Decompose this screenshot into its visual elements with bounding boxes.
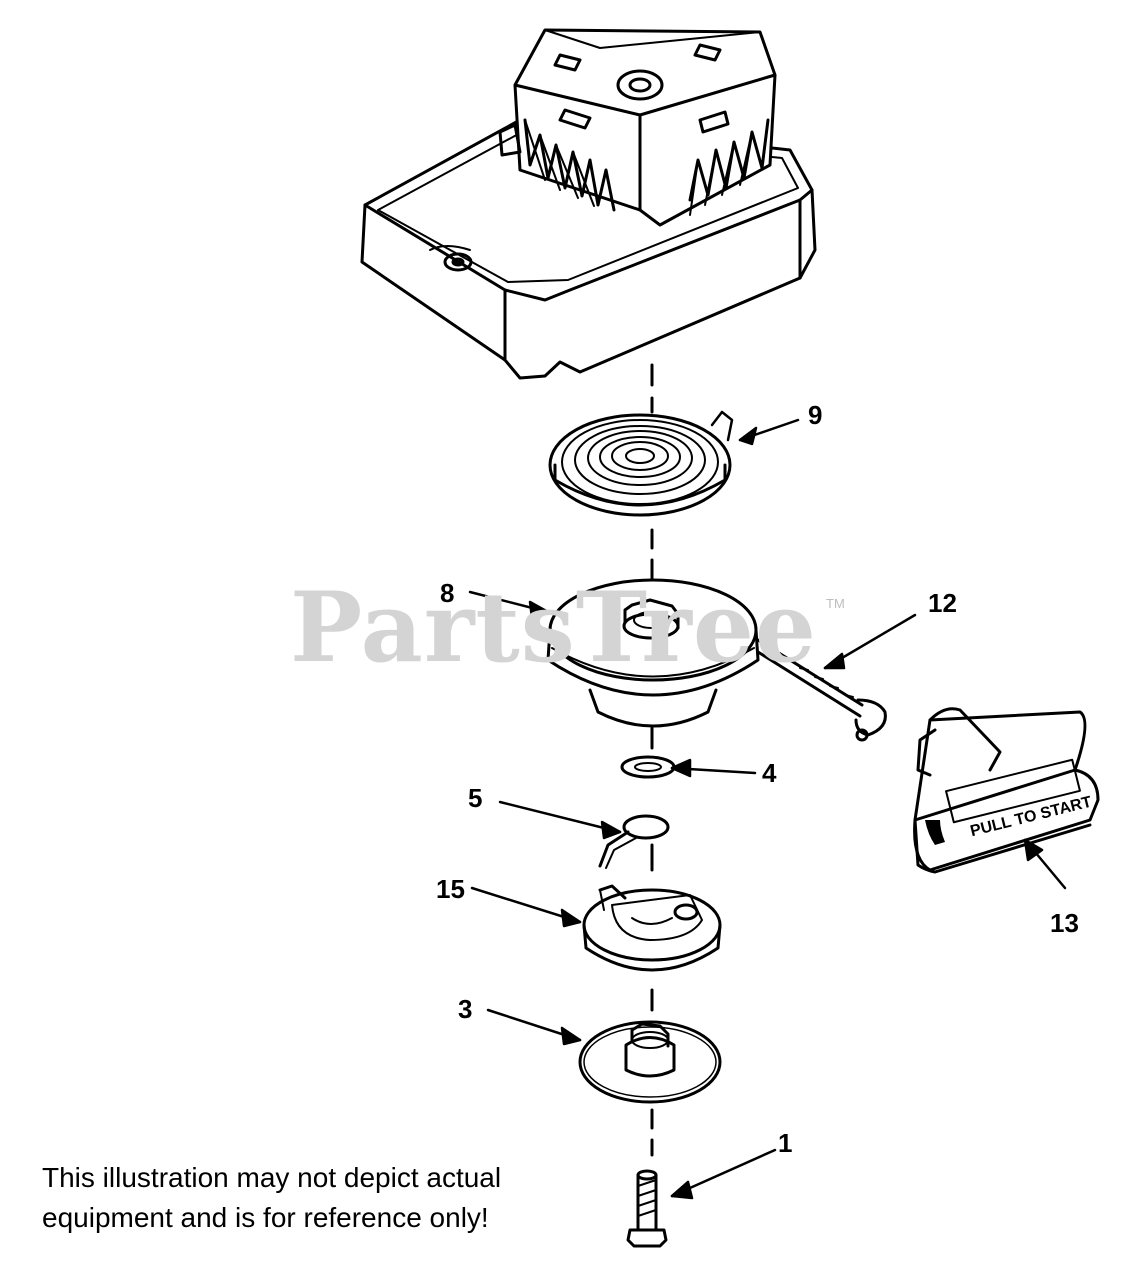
bolt — [626, 1169, 668, 1248]
callout-5: 5 — [468, 783, 483, 813]
starter-housing — [360, 28, 817, 380]
trademark-symbol: TM — [826, 596, 845, 611]
retainer-cup — [578, 1020, 722, 1104]
callout-9: 9 — [808, 400, 823, 430]
callout-12: 12 — [928, 588, 957, 618]
ratchet — [582, 884, 722, 972]
reference-disclaimer: This illustration may not depict actual … — [42, 1158, 602, 1238]
disclaimer-line-2: equipment and is for reference only! — [42, 1202, 489, 1233]
recoil-spring — [548, 410, 734, 517]
callout-8: 8 — [440, 578, 455, 608]
callout-1: 1 — [778, 1128, 793, 1158]
leader-arrows — [468, 418, 1067, 1200]
pawl-spring — [598, 814, 670, 869]
callout-3: 3 — [458, 994, 473, 1024]
callout-15: 15 — [436, 874, 465, 904]
starter-rope — [756, 638, 887, 742]
starter-pulley — [546, 578, 760, 728]
disclaimer-line-1: This illustration may not depict actual — [42, 1162, 502, 1193]
callout-4: 4 — [762, 758, 777, 788]
partstree-watermark: PartsTree — [290, 571, 817, 684]
starter-handle: PULL TO START — [913, 707, 1100, 874]
washer — [620, 755, 676, 779]
callout-13: 13 — [1050, 908, 1079, 938]
